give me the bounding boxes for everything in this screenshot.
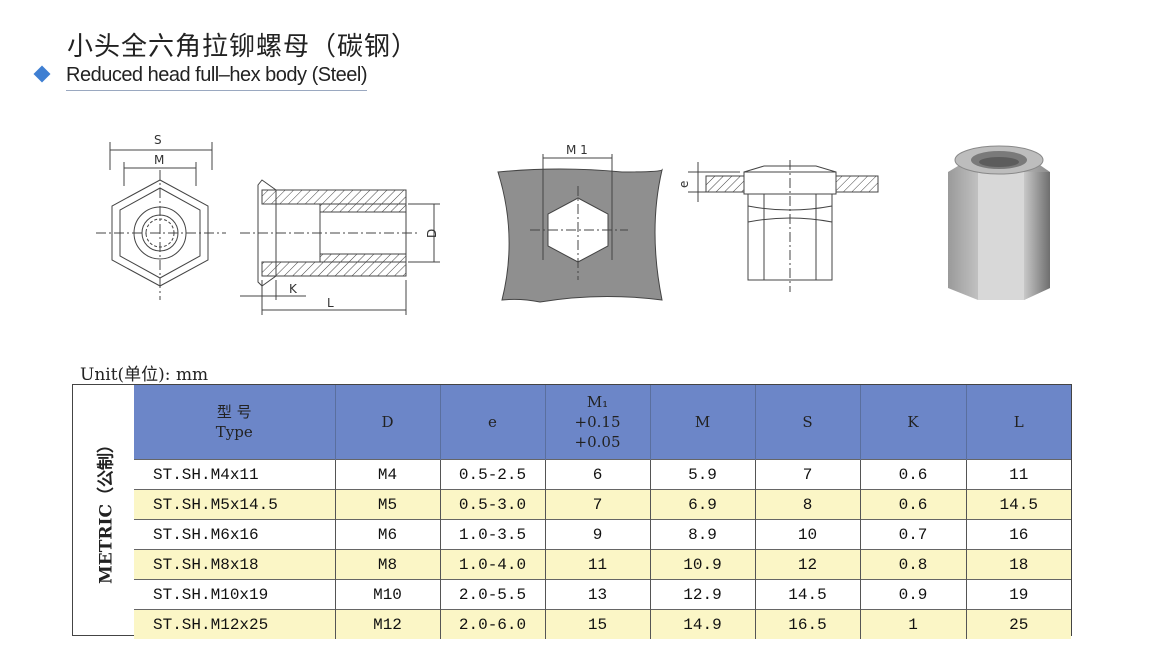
technical-drawings: S M D K L M 1 e <box>96 133 1050 315</box>
nut-photo <box>948 145 1050 300</box>
label-l: L <box>327 296 334 310</box>
type-cell: ST.SH.M6x16 <box>134 519 335 550</box>
value-cell: 7 <box>544 489 650 520</box>
value-cell: 0.9 <box>859 579 966 610</box>
column-header: K <box>859 385 966 460</box>
value-cell: 10 <box>754 519 860 550</box>
value-cell: 13 <box>544 579 650 610</box>
value-cell: 25 <box>965 609 1071 639</box>
value-cell: M6 <box>334 519 440 550</box>
column-header: S <box>754 385 860 460</box>
header-text: e <box>488 413 497 431</box>
value-cell: M10 <box>334 579 440 610</box>
unit-label: Unit(单位): mm <box>80 365 209 385</box>
label-m: M <box>154 153 164 167</box>
value-cell: M4 <box>334 459 440 490</box>
value-cell: 19 <box>965 579 1071 610</box>
value-cell: 1.0-3.5 <box>439 519 545 550</box>
value-cell: 0.5-2.5 <box>439 459 545 490</box>
value-cell: 12.9 <box>649 579 755 610</box>
metric-label-text: METRIC（公制） <box>96 435 116 585</box>
header-text: 型 号 <box>216 403 252 421</box>
value-cell: 15 <box>544 609 650 639</box>
header-text: K <box>907 413 919 431</box>
value-cell: 14.5 <box>754 579 860 610</box>
value-cell: 8.9 <box>649 519 755 550</box>
label-m1: M 1 <box>566 143 588 157</box>
type-cell: ST.SH.M4x11 <box>134 459 335 490</box>
column-header: L <box>965 385 1071 460</box>
value-cell: 6.9 <box>649 489 755 520</box>
page-title-chinese: 小头全六角拉铆螺母（碳钢） <box>67 32 419 62</box>
value-cell: M8 <box>334 549 440 580</box>
value-cell: 11 <box>544 549 650 580</box>
front-view-drawing: S M <box>96 133 226 300</box>
value-cell: 6 <box>544 459 650 490</box>
page-title-english: Reduced head full–hex body (Steel) <box>66 64 368 91</box>
header-text: D <box>381 413 394 431</box>
column-header: M₁ +0.15 +0.05 <box>544 385 650 460</box>
value-cell: 0.7 <box>859 519 966 550</box>
header-text: +0.15 <box>574 413 621 431</box>
value-cell: 0.6 <box>859 459 966 490</box>
value-cell: 7 <box>754 459 860 490</box>
value-cell: 0.8 <box>859 549 966 580</box>
value-cell: 12 <box>754 549 860 580</box>
value-cell: 0.5-3.0 <box>439 489 545 520</box>
side-section-drawing: D K L <box>240 179 440 315</box>
value-cell: 16 <box>965 519 1071 550</box>
value-cell: 16.5 <box>754 609 860 639</box>
header-text: M₁ <box>586 393 609 411</box>
value-cell: M5 <box>334 489 440 520</box>
value-cell: 8 <box>754 489 860 520</box>
diamond-bullet-icon <box>33 65 51 83</box>
value-cell: 0.6 <box>859 489 966 520</box>
column-header: D <box>334 385 440 460</box>
metric-side-label: METRIC（公制） <box>73 385 135 635</box>
header-text: S <box>802 413 813 431</box>
column-header: 型 号 Type <box>134 385 335 460</box>
header-text: Type <box>215 423 253 441</box>
value-cell: 18 <box>965 549 1071 580</box>
installed-nut-drawing: e <box>677 160 879 292</box>
value-cell: 14.9 <box>649 609 755 639</box>
value-cell: 14.5 <box>965 489 1071 520</box>
value-cell: 9 <box>544 519 650 550</box>
value-cell: 1 <box>859 609 966 639</box>
label-s: S <box>154 133 162 147</box>
label-e: e <box>677 181 691 188</box>
panel-hole-drawing: M 1 <box>497 143 663 303</box>
header-text: L <box>1013 413 1024 431</box>
column-header: e <box>439 385 545 460</box>
type-cell: ST.SH.M8x18 <box>134 549 335 580</box>
value-cell: 11 <box>965 459 1071 490</box>
value-cell: 2.0-6.0 <box>439 609 545 639</box>
header-text: +0.05 <box>574 433 621 451</box>
value-cell: 1.0-4.0 <box>439 549 545 580</box>
label-k: K <box>289 282 298 296</box>
value-cell: M12 <box>334 609 440 639</box>
type-cell: ST.SH.M5x14.5 <box>134 489 335 520</box>
header-text: M <box>694 413 711 431</box>
type-cell: ST.SH.M10x19 <box>134 579 335 610</box>
value-cell: 10.9 <box>649 549 755 580</box>
value-cell: 2.0-5.5 <box>439 579 545 610</box>
column-header: M <box>649 385 755 460</box>
label-d: D <box>425 229 439 238</box>
value-cell: 5.9 <box>649 459 755 490</box>
type-cell: ST.SH.M12x25 <box>134 609 335 639</box>
